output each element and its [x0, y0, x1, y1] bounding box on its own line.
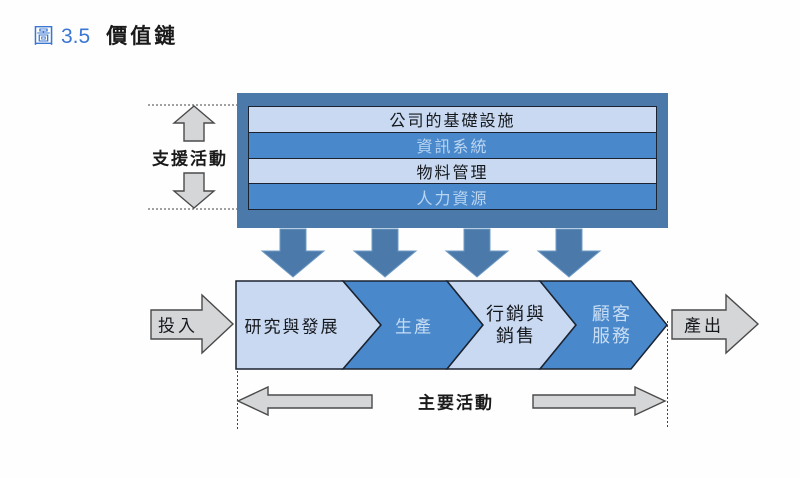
input-arrow-icon — [150, 293, 235, 355]
input-label: 投入 — [158, 316, 198, 336]
figure-label: 圖 — [33, 25, 55, 48]
stage-label-line: 行銷與 — [486, 304, 546, 324]
chevron-stage-customer-service — [538, 280, 668, 370]
support-rows: 公司的基礎設施 資訊系統 物料管理 人力資源 — [248, 106, 657, 210]
stage-label-production: 生產 — [395, 317, 433, 337]
support-row-label: 公司的基礎設施 — [389, 113, 516, 131]
support-row-label: 人力資源 — [416, 190, 489, 208]
figure-caption: 價值鏈 — [106, 25, 179, 48]
stage-label-customer-service: 顧客 服務 — [592, 303, 632, 347]
down-arrow-icon-2 — [352, 228, 418, 278]
figure-number: 3.5 — [61, 25, 91, 48]
down-arrow-icon-3 — [444, 228, 510, 278]
support-row-label: 物料管理 — [416, 164, 489, 182]
stage-label-rd: 研究與發展 — [244, 317, 340, 337]
support-down-arrow-icon — [172, 172, 216, 209]
support-activities-label: 支援活動 — [152, 149, 228, 169]
support-row-infrastructure: 公司的基礎設施 — [248, 106, 657, 133]
support-row-information-systems: 資訊系統 — [248, 132, 657, 159]
output-arrow-icon — [671, 293, 760, 355]
support-row-label: 資訊系統 — [416, 139, 489, 157]
primary-activities-label: 主要活動 — [418, 393, 494, 413]
support-up-arrow-icon — [172, 105, 216, 142]
primary-right-arrow-icon — [532, 385, 667, 417]
support-row-materials-management: 物料管理 — [248, 158, 657, 185]
output-label: 產出 — [684, 316, 724, 336]
stage-label-line: 服務 — [592, 326, 632, 346]
down-arrow-icon-1 — [260, 228, 326, 278]
primary-left-arrow-icon — [236, 385, 373, 417]
support-activities-box: 公司的基礎設施 資訊系統 物料管理 人力資源 — [237, 93, 668, 228]
stage-label-line: 顧客 — [592, 304, 632, 324]
stage-label-marketing-sales: 行銷與 銷售 — [486, 303, 546, 347]
down-arrow-icon-4 — [536, 228, 602, 278]
stage-label-line: 銷售 — [496, 326, 536, 346]
support-row-human-resources: 人力資源 — [248, 184, 657, 210]
figure-title: 圖 3.5 價值鏈 — [33, 20, 178, 50]
